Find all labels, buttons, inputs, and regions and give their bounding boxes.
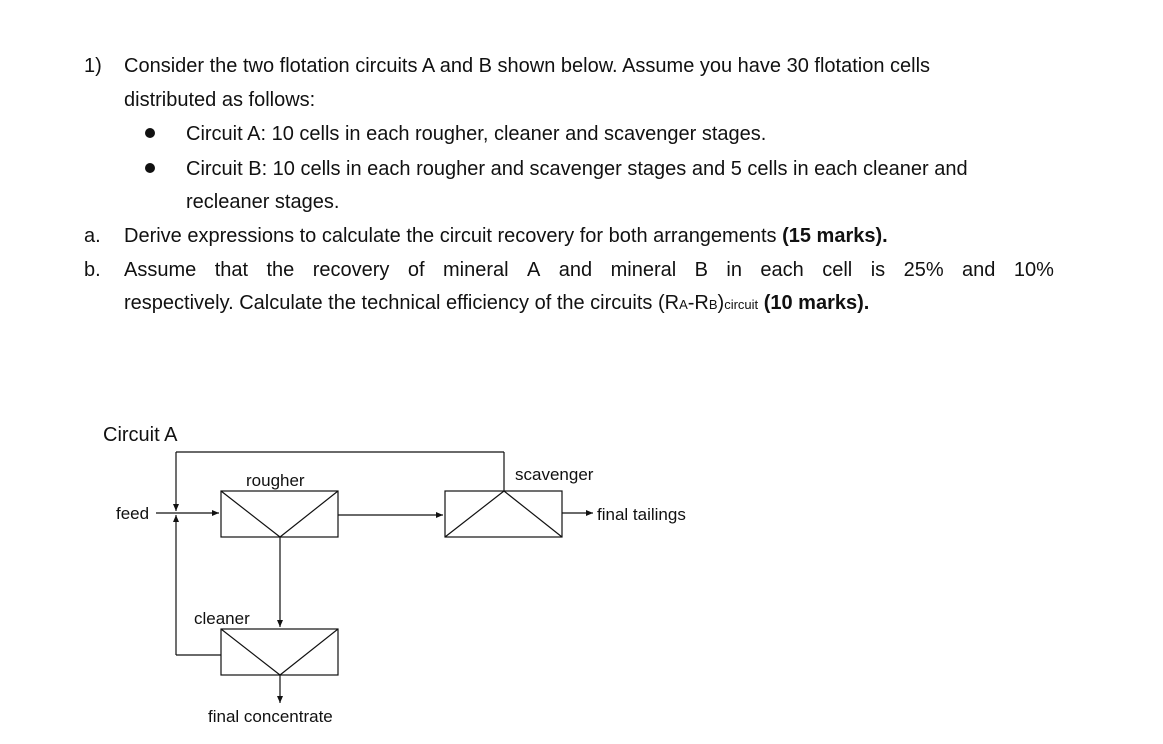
bullet-circuit-b-line1: Circuit B: 10 cells in each rougher and … — [186, 158, 968, 180]
part-b-sub-a: A — [679, 297, 688, 312]
diagram-title: Circuit A — [103, 424, 178, 446]
part-b-word: of — [407, 259, 425, 281]
part-b-word: that — [214, 259, 249, 281]
part-a-letter: a. — [84, 225, 101, 247]
rougher-label: rougher — [246, 471, 305, 490]
part-b-word: is — [870, 259, 886, 281]
bullet-dot-2 — [145, 163, 155, 173]
part-b-word: each — [760, 259, 804, 281]
part-b-minus: -R — [687, 292, 709, 314]
scavenger-label: scavenger — [515, 465, 594, 484]
part-a-text: Derive expressions to calculate the circ… — [124, 224, 888, 248]
bullet-circuit-b-line2: recleaner stages. — [186, 191, 340, 213]
scavenger-cell — [444, 490, 563, 538]
flow-lines — [156, 451, 593, 703]
question-intro-line1: Consider the two flotation circuits A an… — [124, 55, 931, 77]
final-tailings-label: final tailings — [597, 505, 686, 524]
question-intro-line2: distributed as follows: — [124, 89, 316, 111]
part-b-word: mineral — [443, 259, 509, 281]
part-b-word: recovery — [312, 259, 390, 281]
part-b-word: A — [527, 259, 541, 281]
part-b-sub-circuit: circuit — [724, 297, 759, 312]
part-b-word: 10% — [1013, 259, 1054, 281]
part-b-letter: b. — [84, 259, 101, 281]
part-b-word: Assume — [124, 259, 197, 281]
part-b-line2-prefix: respectively. Calculate the technical ef… — [124, 292, 680, 314]
part-b-word: B — [694, 259, 708, 281]
part-b-sub-b: B — [708, 297, 718, 312]
part-b-word: and — [558, 259, 593, 281]
question-number: 1) — [84, 55, 102, 77]
part-b-word: in — [726, 259, 742, 281]
part-b-word: mineral — [610, 259, 677, 281]
feed-label: feed — [116, 504, 149, 523]
part-b-word: and — [962, 259, 996, 281]
part-a-marks: (15 marks). — [782, 225, 888, 247]
part-a-body: Derive expressions to calculate the circ… — [124, 225, 777, 247]
cleaner-label: cleaner — [194, 609, 250, 628]
part-b-word: the — [266, 259, 295, 281]
final-concentrate-label: final concentrate — [208, 707, 333, 726]
bullet-dot-1 — [145, 128, 155, 138]
cleaner-cell — [220, 628, 339, 676]
part-b-marks: (10 marks). — [763, 292, 870, 314]
bullet-circuit-a: Circuit A: 10 cells in each rougher, cle… — [186, 123, 767, 145]
rougher-cell — [220, 490, 339, 538]
part-b-word: cell — [822, 259, 853, 281]
part-b-paren-close: ) — [717, 292, 725, 314]
part-b-word: 25% — [903, 259, 944, 281]
part-b-line2: respectively. Calculate the technical ef… — [124, 291, 869, 317]
